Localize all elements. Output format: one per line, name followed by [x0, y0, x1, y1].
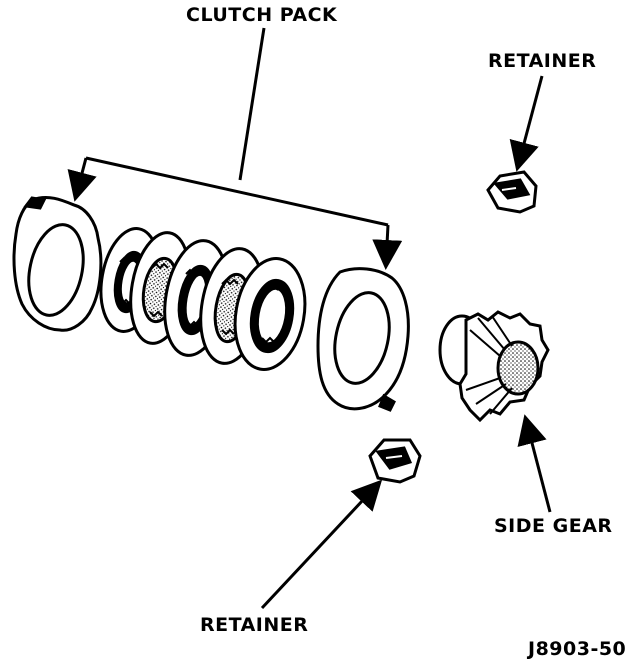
- left-outer-disc: [12, 196, 103, 332]
- side-gear: [438, 310, 550, 423]
- retainer-top-label: RETAINER: [488, 50, 597, 72]
- clutch-pack-leader: [67, 27, 403, 270]
- plate-teeth: [117, 256, 279, 344]
- clutch-pack-label: CLUTCH PACK: [186, 4, 338, 26]
- retainer-bottom-leader: [260, 479, 383, 610]
- side-gear-label: SIDE GEAR: [494, 515, 613, 537]
- figure-code-label: J8903-50: [528, 638, 627, 660]
- retainer-top-leader: [509, 75, 544, 172]
- clutch-plate-stack: [99, 227, 307, 371]
- retainer-top-part: [486, 170, 538, 214]
- retainer-bottom-label: RETAINER: [200, 614, 309, 636]
- right-outer-disc: [316, 267, 410, 412]
- retainer-bottom-part: [368, 438, 422, 484]
- side-gear-leader: [517, 414, 552, 513]
